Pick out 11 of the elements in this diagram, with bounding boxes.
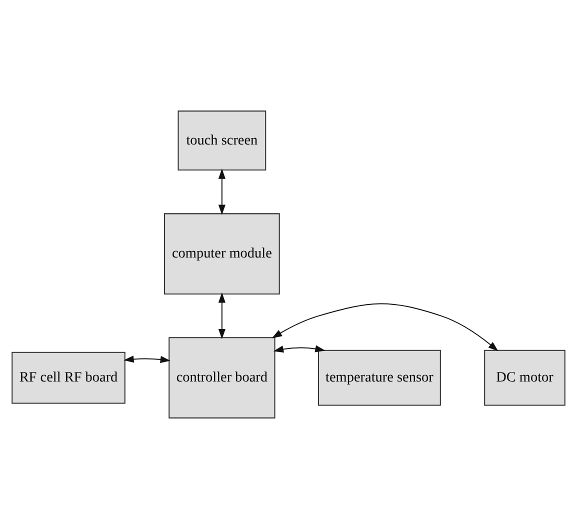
node-box: controller board bbox=[168, 336, 276, 418]
node-box: DC motor bbox=[484, 349, 566, 406]
arrow bbox=[218, 292, 226, 339]
arrow bbox=[272, 302, 498, 351]
node-box: temperature sensor bbox=[318, 349, 441, 406]
node-box: touch screen bbox=[178, 110, 266, 170]
arrow bbox=[273, 344, 326, 352]
node-box: computer module bbox=[164, 212, 280, 294]
arrow bbox=[124, 355, 171, 363]
node-box: RF cell RF board bbox=[12, 351, 126, 404]
arrow bbox=[218, 168, 226, 214]
